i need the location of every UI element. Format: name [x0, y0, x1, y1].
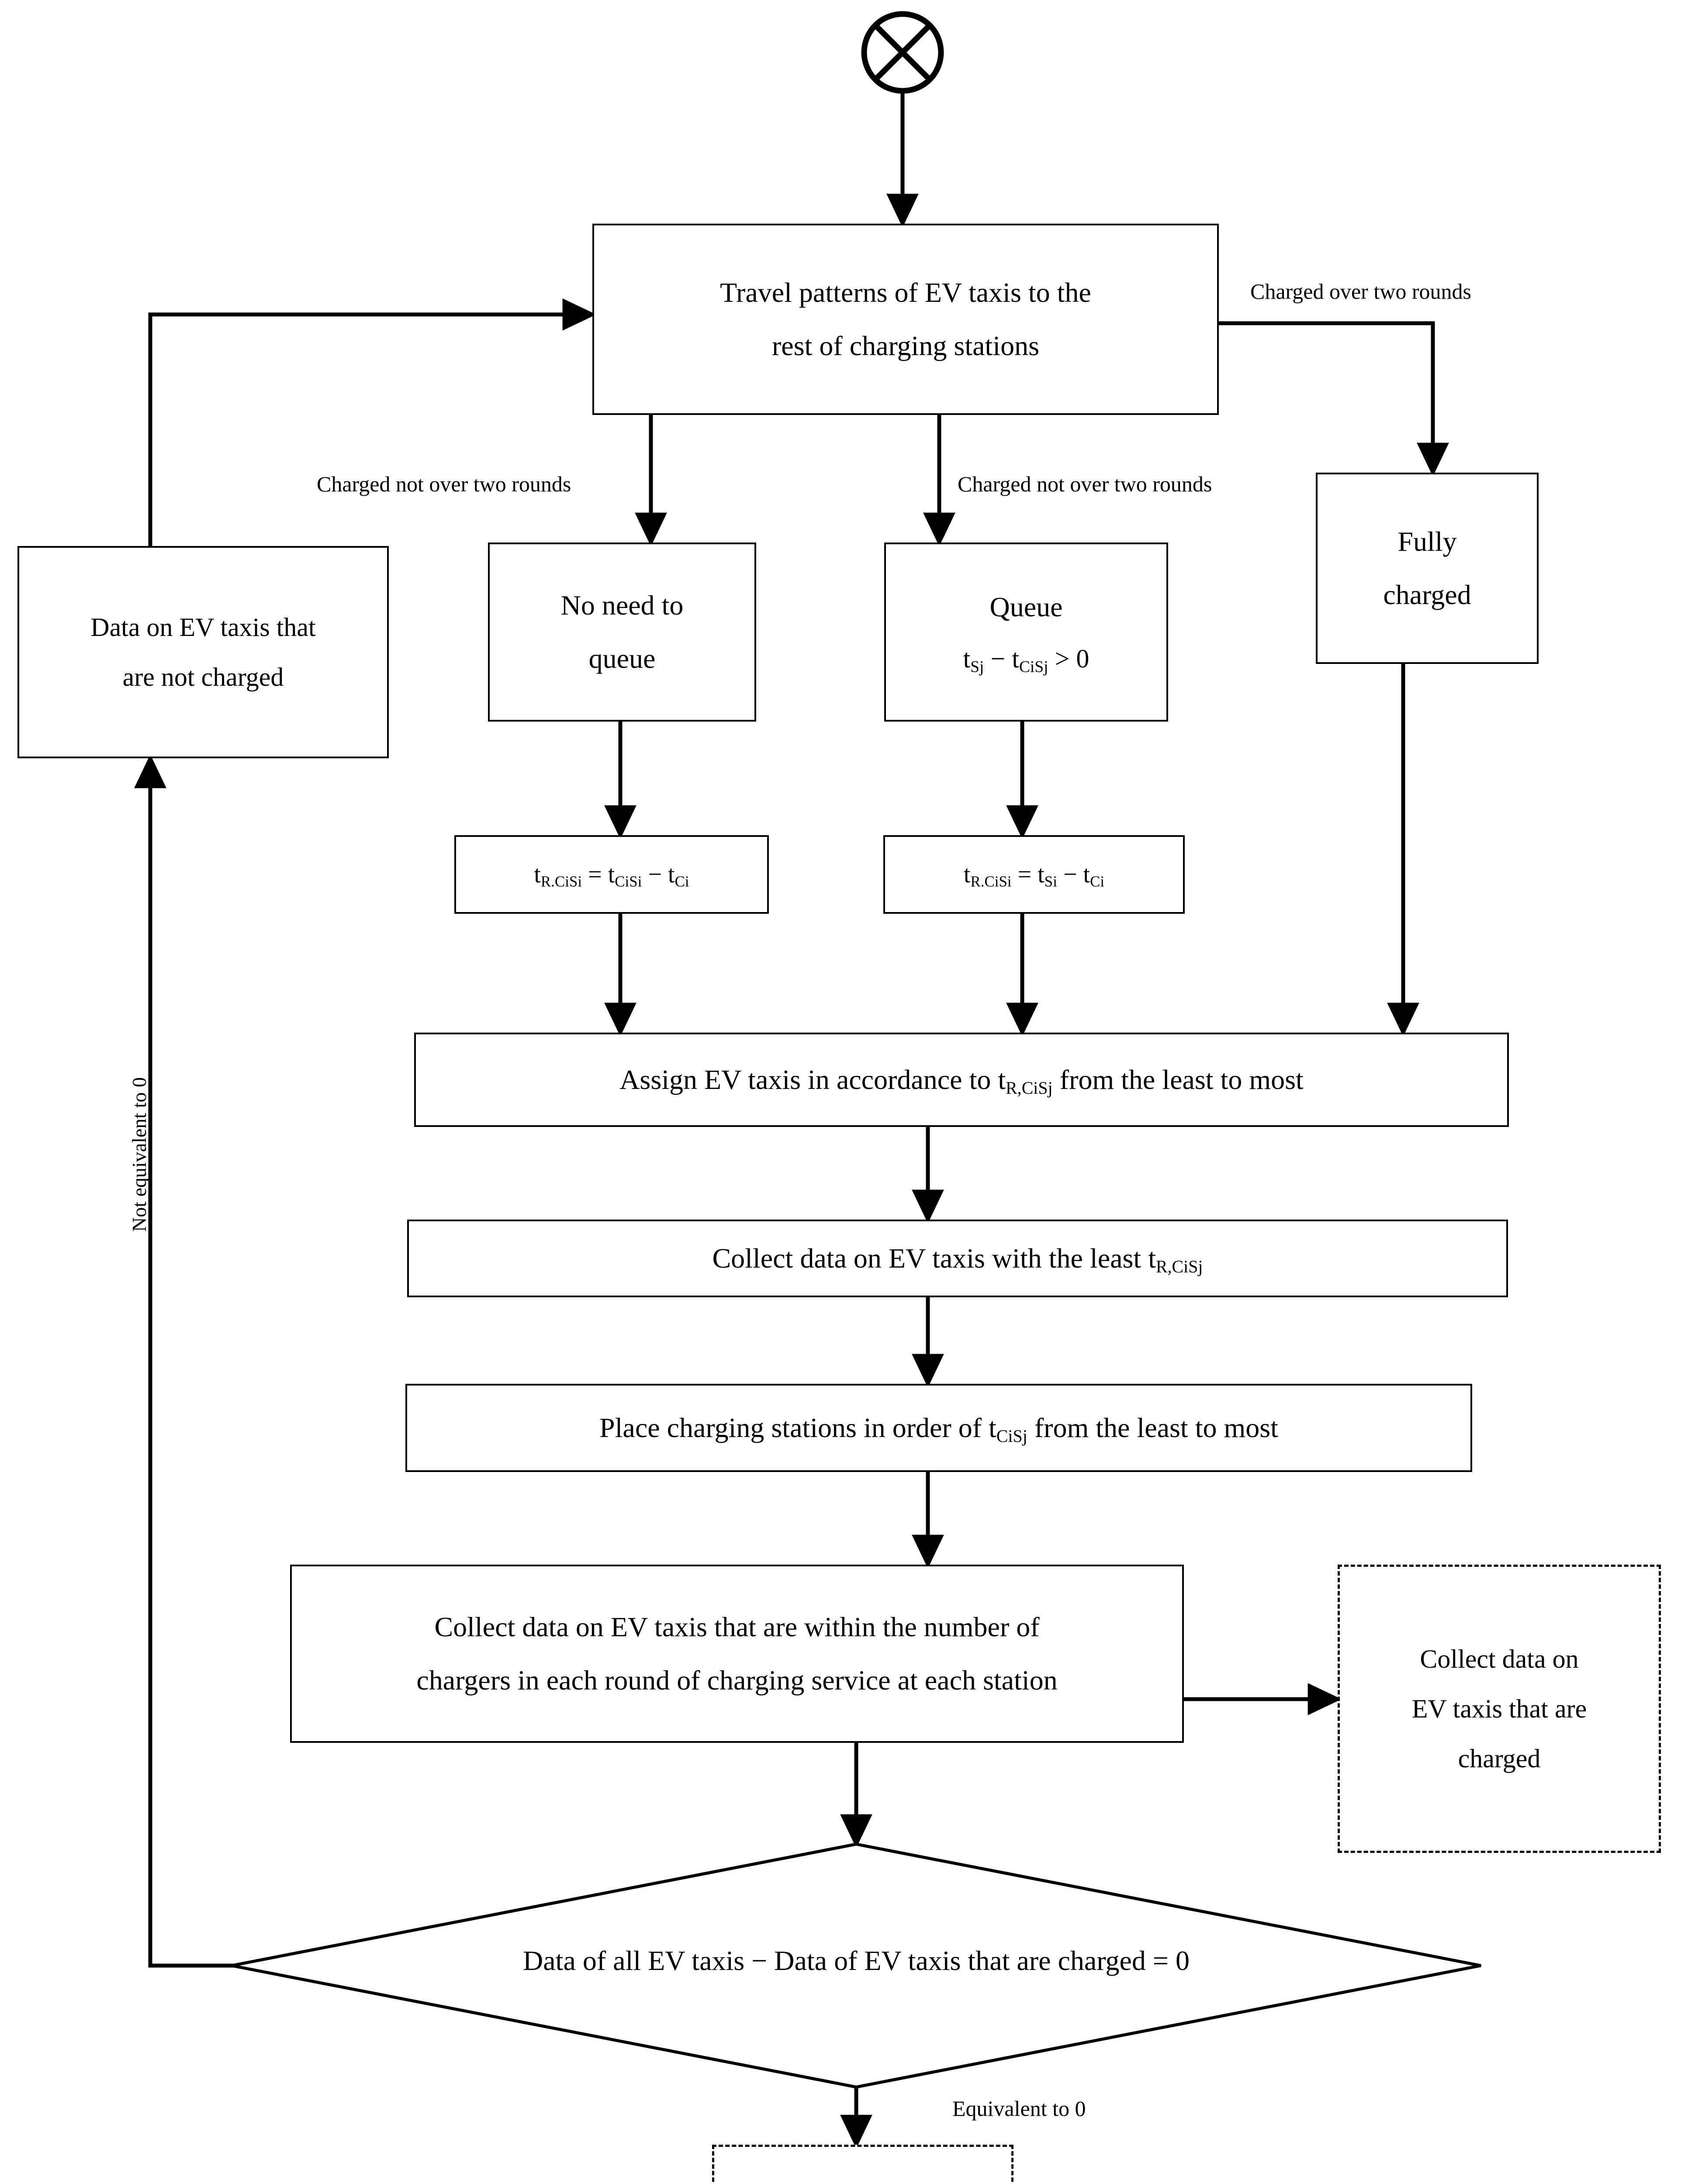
node-collect-within-chargers[interactable]: Collect data on EV taxis that are within…: [290, 1565, 1184, 1743]
decision-diamond-text: Data of all EV taxis − Data of EV taxis …: [523, 1945, 1190, 1976]
collect-charged-line1: Collect data on: [1420, 1645, 1579, 1673]
end-label: End: [714, 2173, 1011, 2184]
label-not-equivalent-to-zero: Not equivalent to 0: [128, 1077, 150, 1232]
label-charged-not-over-two-rounds-left: Charged not over two rounds: [317, 472, 571, 496]
collect-charged-line3: charged: [1458, 1744, 1541, 1773]
node-fully-charged[interactable]: Fully charged: [1316, 473, 1539, 664]
fully-charged-line1: Fully: [1397, 526, 1457, 557]
queue-formula: tSj − tCiSj > 0: [963, 644, 1090, 676]
node-collect-charged-dashed[interactable]: Collect data on EV taxis that are charge…: [1338, 1565, 1661, 1853]
edge-notcharged-to-travel: [148, 298, 597, 546]
formula-right-expr: tR.CiSi = tSi − tCi: [963, 860, 1105, 890]
collect-within-line1: Collect data on EV taxis that are within…: [434, 1611, 1040, 1643]
node-end-dashed[interactable]: End: [712, 2145, 1013, 2184]
no-need-queue-line1: No need to: [560, 590, 684, 621]
node-no-need-to-queue[interactable]: No need to queue: [488, 543, 756, 722]
node-assign-ev-taxis[interactable]: Assign EV taxis in accordance to tR,CiSj…: [414, 1033, 1509, 1127]
assign-text: Assign EV taxis in accordance to tR,CiSj…: [619, 1064, 1304, 1098]
collect-least-text: Collect data on EV taxis with the least …: [712, 1243, 1203, 1277]
node-formula-right[interactable]: tR.CiSi = tSi − tCi: [883, 835, 1185, 914]
node-formula-left[interactable]: tR.CiSi = tCiSi − tCi: [454, 835, 769, 914]
queue-line1: Queue: [989, 591, 1063, 623]
label-charged-over-two-rounds: Charged over two rounds: [1250, 279, 1471, 304]
edge-decision-to-notcharged: [134, 754, 245, 1968]
formula-left-expr: tR.CiSi = tCiSi − tCi: [534, 860, 689, 890]
data-not-charged-line2: are not charged: [122, 663, 284, 691]
place-stations-text: Place charging stations in order of tCiS…: [599, 1412, 1278, 1446]
node-travel-patterns[interactable]: Travel patterns of EV taxis to the rest …: [592, 224, 1219, 415]
label-equivalent-to-zero: Equivalent to 0: [952, 2096, 1086, 2121]
collect-charged-line2: EV taxis that are: [1411, 1694, 1587, 1723]
travel-patterns-line1: Travel patterns of EV taxis to the: [720, 277, 1091, 308]
label-charged-not-over-two-rounds-right: Charged not over two rounds: [958, 472, 1212, 496]
collect-within-line2: chargers in each round of charging servi…: [416, 1665, 1058, 1696]
travel-patterns-line2: rest of charging stations: [771, 330, 1040, 361]
edge-travel-to-fullycharged: [1219, 321, 1449, 477]
node-data-not-charged[interactable]: Data on EV taxis that are not charged: [17, 546, 389, 758]
node-queue[interactable]: Queue tSj − tCiSj > 0: [884, 543, 1168, 722]
node-collect-least[interactable]: Collect data on EV taxis with the least …: [407, 1220, 1508, 1297]
start-connector-circle: [861, 11, 944, 94]
fully-charged-line2: charged: [1383, 579, 1471, 610]
no-need-queue-line2: queue: [588, 643, 656, 674]
data-not-charged-line1: Data on EV taxis that: [90, 613, 316, 642]
node-place-stations[interactable]: Place charging stations in order of tCiS…: [405, 1384, 1472, 1472]
